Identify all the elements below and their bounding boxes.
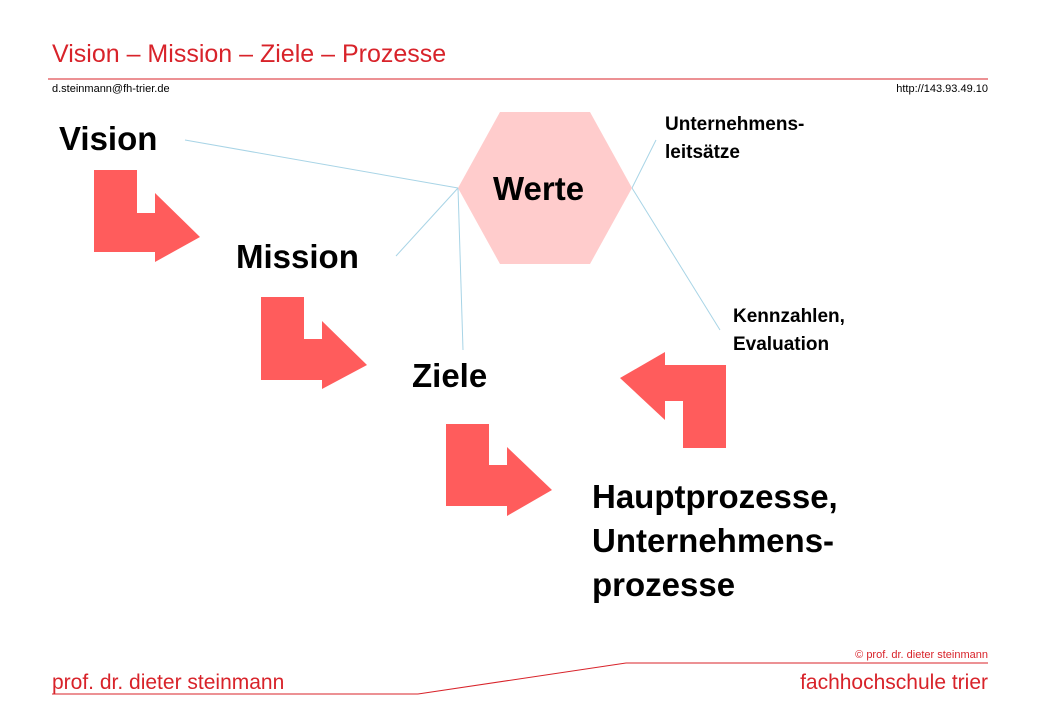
header-url: http://143.93.49.10 (896, 83, 988, 95)
header-email: d.steinmann@fh-trier.de (52, 83, 170, 95)
label-vision: Vision (59, 120, 158, 157)
label-prozesse: Hauptprozesse, Unternehmens- prozesse (592, 475, 838, 607)
label-prozesse-line3: prozesse (592, 566, 736, 603)
connector-ziele-werte (457, 187, 464, 351)
label-prozesse-line1: Hauptprozesse, (592, 478, 838, 515)
label-kennzahlen-line2: Evaluation (733, 334, 830, 355)
label-prozesse-line2: Unternehmens- (592, 522, 835, 559)
footer-rule-diagonal (417, 662, 627, 695)
footer-copyright: © prof. dr. dieter steinmann (855, 649, 988, 661)
footer-author: prof. dr. dieter steinmann (52, 671, 285, 694)
label-kennzahlen: Kennzahlen, Evaluation (733, 303, 845, 359)
slide-title: Vision – Mission – Ziele – Prozesse (52, 40, 447, 68)
label-leitsaetze-line1: Unternehmens- (665, 114, 805, 135)
werte-hexagon (458, 112, 632, 264)
arrow-ziele-to-prozesse (446, 424, 552, 516)
connector-mission-werte (395, 187, 459, 257)
arrow-vision-to-mission (94, 170, 200, 262)
arrow-mission-to-ziele (261, 297, 367, 389)
label-mission: Mission (236, 238, 359, 275)
label-werte: Werte (493, 170, 585, 207)
arrow-kennzahlen-to-ziele (620, 352, 726, 448)
label-leitsaetze: Unternehmens- leitsätze (665, 111, 804, 167)
connector-vision-werte (184, 139, 459, 189)
connector-kennzahlen-werte (631, 187, 721, 331)
connector-leitsaetze-werte (631, 139, 657, 189)
label-leitsaetze-line2: leitsätze (665, 142, 740, 163)
footer-school: fachhochschule trier (800, 671, 988, 694)
label-ziele: Ziele (412, 357, 488, 394)
label-kennzahlen-line1: Kennzahlen, (733, 306, 845, 327)
